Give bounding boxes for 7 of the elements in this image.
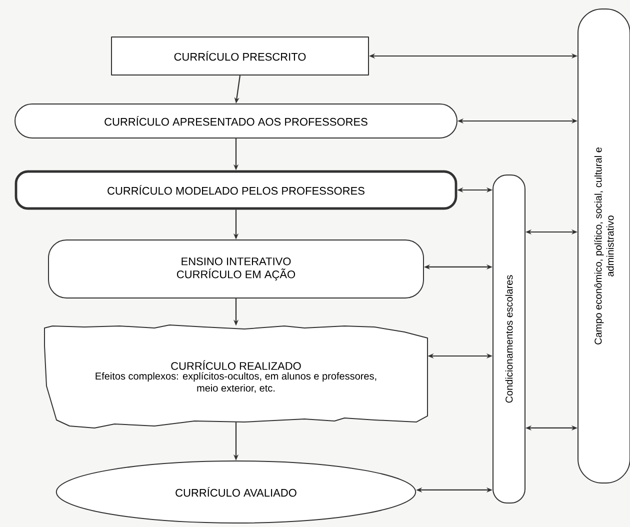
process-box: CURRÍCULO MODELADO PELOS PROFESSORES (14, 170, 458, 210)
process-box: CURRÍCULO PRESCRITO (111, 36, 369, 76)
vertical-band: Condicionamentos escolares (492, 174, 526, 504)
process-box: CURRÍCULO APRESENTADO AOS PROFESSORES (14, 104, 458, 138)
process-box: ENSINO INTERATIVO CURRÍCULO EM AÇÃO (48, 240, 424, 298)
vertical-band: Campo econômico, político, social, cultural e administrativo (578, 8, 630, 484)
torn-paper-box: CURRÍCULO REALIZADO Efeitos complexos: explícitos-ocultos, em alunos e professores, meio exterior, etc. (44, 324, 428, 428)
